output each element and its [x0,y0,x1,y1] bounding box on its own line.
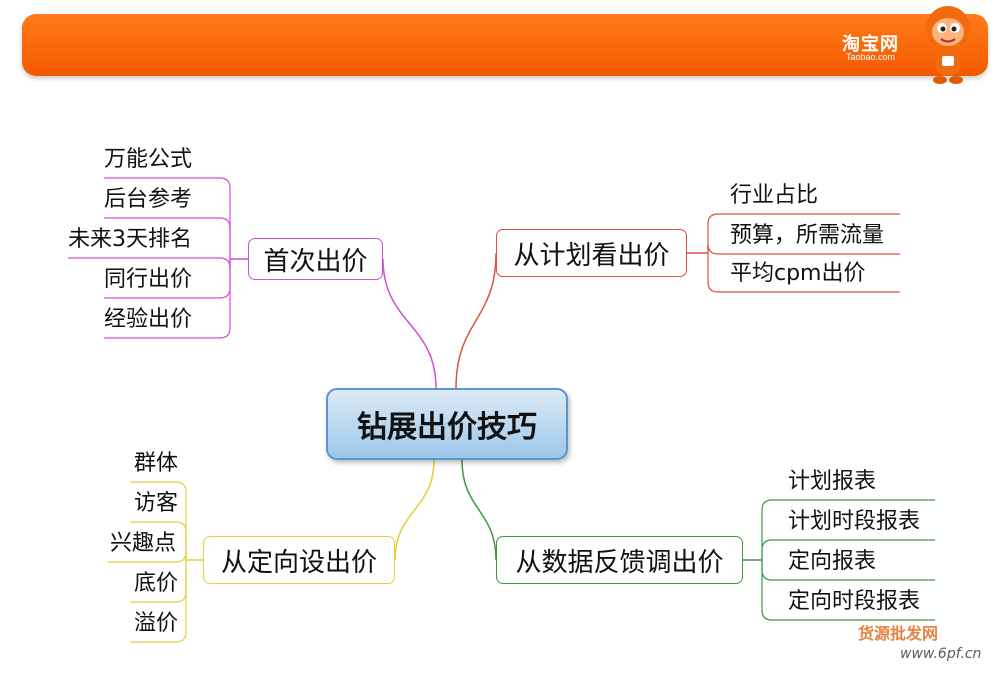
header-bar [22,14,988,76]
central-topic[interactable]: 钻展出价技巧 [326,388,568,460]
branch-connector-1 [382,258,437,389]
leaf-2-3[interactable]: 平均cpm出价 [730,261,866,286]
leaf-2-1[interactable]: 行业占比 [730,183,819,208]
leaf-1-2[interactable]: 后台参考 [104,187,193,212]
leaf-4-2[interactable]: 计划时段报表 [788,509,921,534]
leaf-3-1[interactable]: 群体 [134,451,179,476]
leaf-4-4[interactable]: 定向时段报表 [788,589,921,614]
branch-node-3[interactable]: 从定向设出价 [203,536,395,584]
watermark-text: 货源批发网 [858,624,939,643]
leaf-3-4[interactable]: 底价 [134,571,179,596]
watermark-url: www.6pf.cn [900,646,982,662]
leaf-connector-3-5 [130,560,187,643]
leaf-1-4[interactable]: 同行出价 [104,267,193,292]
leaf-1-1[interactable]: 万能公式 [104,147,193,172]
taobao-logo[interactable]: 淘宝网 [842,34,899,55]
branch-connector-2 [455,252,497,389]
leaf-connector-1-5 [104,259,231,339]
leaf-connector-1-1 [104,177,231,259]
leaf-connector-3-3 [108,551,187,563]
mascot-icon [926,6,970,84]
leaf-connector-4-4 [761,560,935,621]
leaf-1-3[interactable]: 未来3天排名 [68,227,192,252]
leaf-connector-2-2 [707,243,900,255]
branch-connector-4 [461,459,497,561]
leaf-3-2[interactable]: 访客 [134,491,179,516]
branch-node-4[interactable]: 从数据反馈调出价 [496,536,743,584]
leaf-connector-4-2 [761,539,935,560]
leaf-connector-3-2 [130,521,187,560]
leaf-connector-2-3 [707,253,900,293]
leaf-connector-3-1 [130,481,187,560]
branch-node-2[interactable]: 从计划看出价 [496,229,687,277]
branch-connector-3 [394,459,435,561]
leaf-3-5[interactable]: 溢价 [134,611,179,636]
leaf-connector-2-1 [707,213,900,253]
leaf-3-3[interactable]: 兴趣点 [110,531,177,556]
taobao-logo-subtitle: Taobao.com [846,52,896,62]
leaf-connector-1-2 [104,217,231,259]
leaf-4-3[interactable]: 定向报表 [788,549,877,574]
leaf-connector-4-1 [761,499,935,560]
leaf-2-2[interactable]: 预算，所需流量 [730,223,885,248]
leaf-4-1[interactable]: 计划报表 [788,469,877,494]
branch-node-1[interactable]: 首次出价 [248,238,383,280]
leaf-1-5[interactable]: 经验出价 [104,307,193,332]
